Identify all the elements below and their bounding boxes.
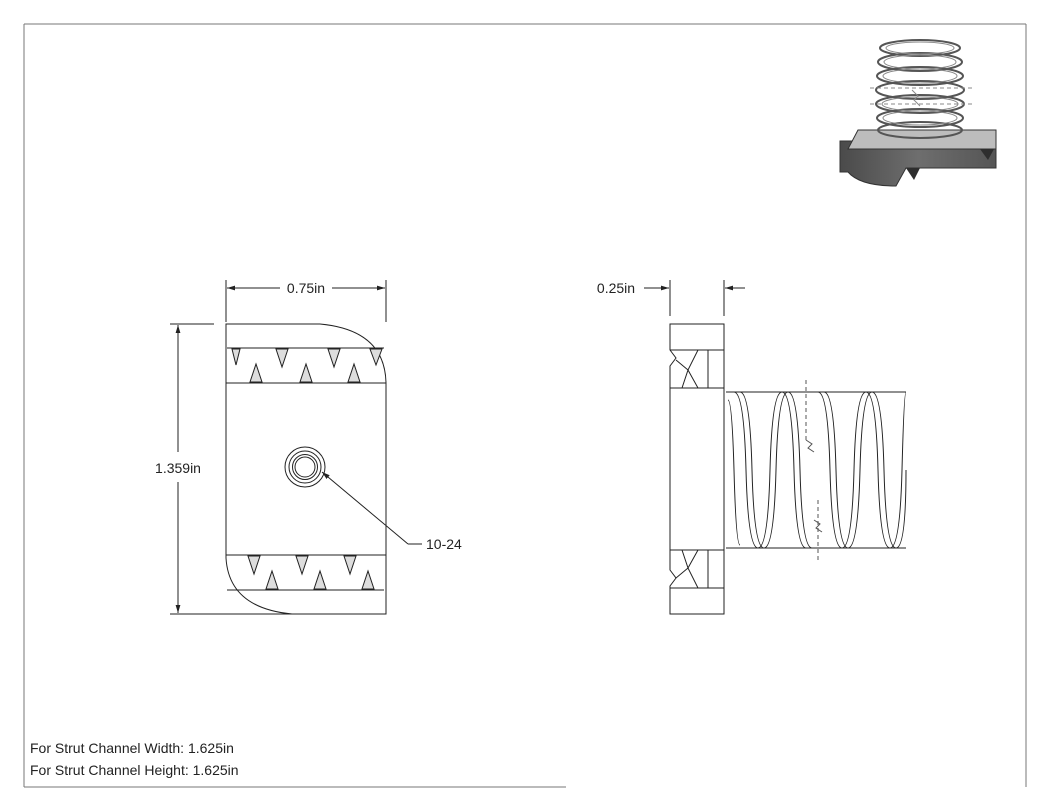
note-strut-height: For Strut Channel Height: 1.625in	[30, 762, 239, 778]
side-spring	[726, 391, 907, 549]
front-view	[225, 323, 387, 615]
iso-preview	[839, 39, 997, 187]
iso-block	[839, 140, 997, 187]
side-view	[669, 323, 907, 615]
iso-spring	[875, 39, 965, 139]
dim-front-width-label: 0.75in	[287, 280, 325, 296]
note-strut-width: For Strut Channel Width: 1.625in	[30, 740, 234, 756]
threaded-hole	[284, 446, 326, 488]
dim-side-thickness-label: 0.25in	[597, 280, 635, 296]
dim-front-width	[225, 280, 387, 322]
thread-leader	[321, 471, 422, 545]
dim-front-height	[170, 323, 292, 615]
front-teeth-top	[231, 348, 383, 383]
dim-front-height-label: 1.359in	[155, 460, 201, 476]
thread-callout-label: 10-24	[426, 536, 462, 552]
front-teeth-bottom	[247, 555, 375, 590]
sheet-border	[23, 23, 1027, 788]
front-outline	[225, 323, 387, 615]
dim-side-thickness	[644, 280, 745, 316]
side-body	[669, 323, 725, 615]
